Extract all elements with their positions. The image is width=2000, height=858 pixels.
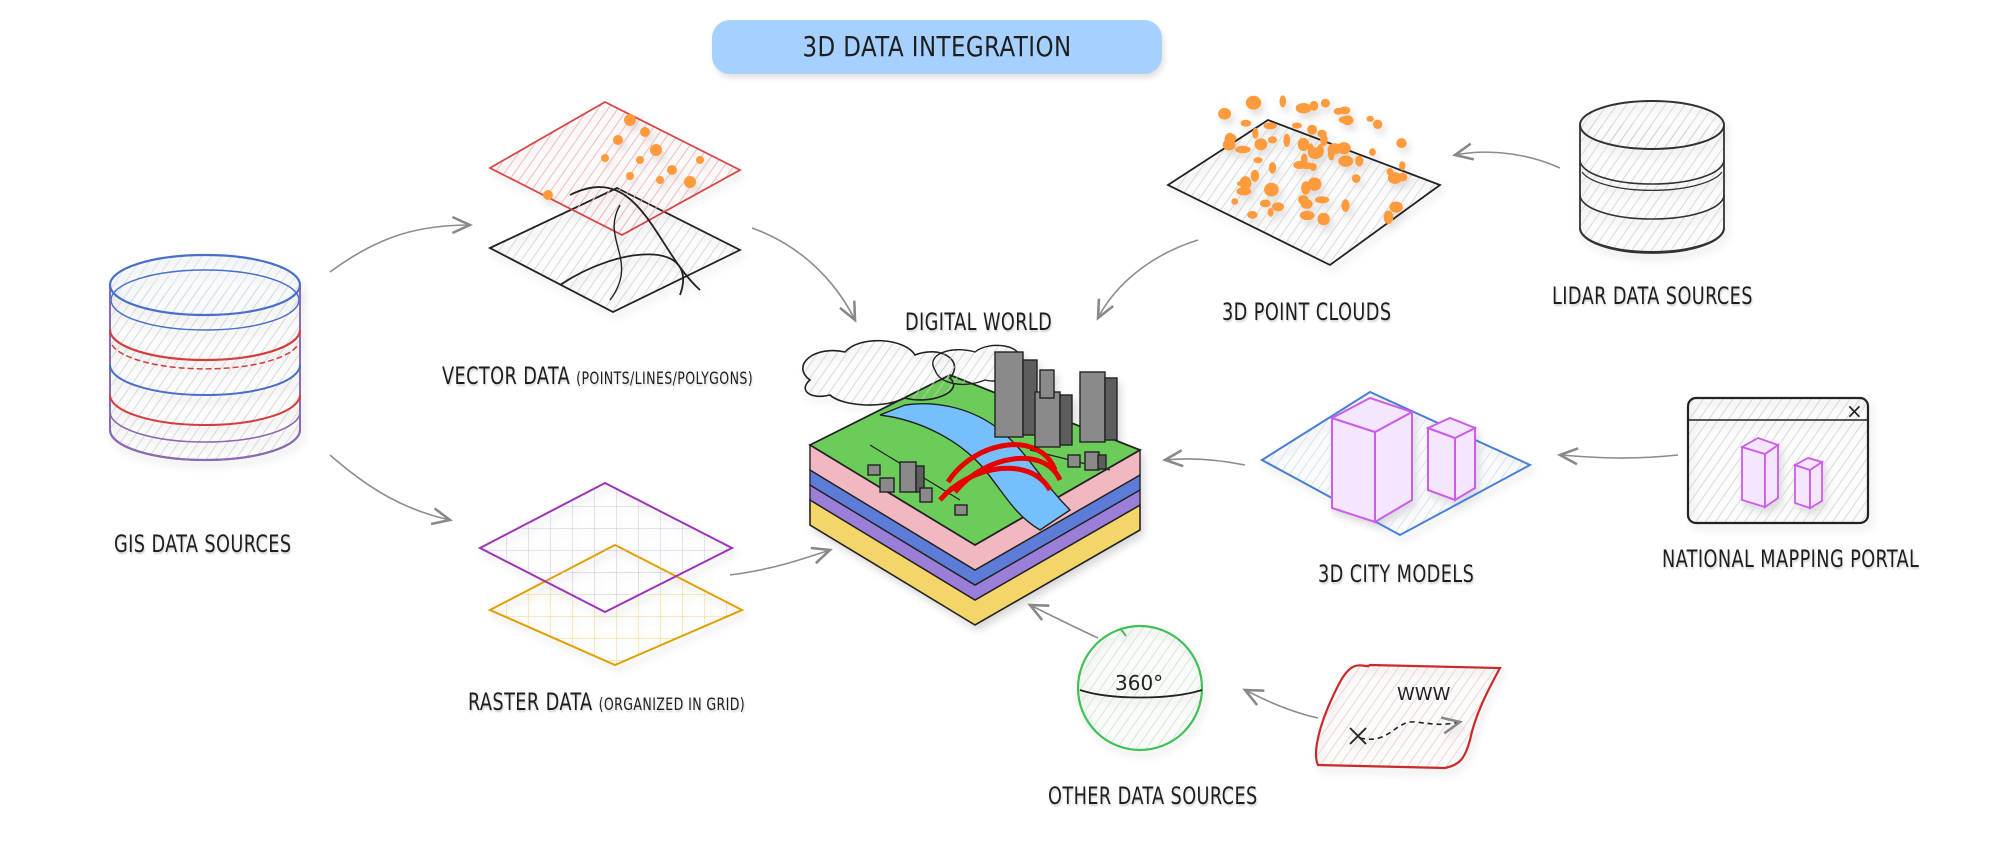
point-cloud-dot bbox=[1239, 176, 1252, 191]
point-cloud-dot bbox=[1295, 103, 1312, 114]
point-cloud-dot bbox=[1373, 119, 1383, 129]
gis-label: GIS DATA SOURCES bbox=[114, 530, 292, 558]
point-cloud-dot bbox=[1398, 172, 1408, 182]
point-cloud-dot bbox=[1314, 196, 1330, 204]
digital-world-label: DIGITAL WORLD bbox=[905, 308, 1053, 336]
city-models-icon bbox=[1260, 390, 1533, 537]
arrow-lidar-to-pointcloud bbox=[1451, 142, 1561, 169]
gis-database-icon bbox=[108, 253, 302, 462]
flow-arrows bbox=[329, 142, 1679, 719]
point-cloud-dot bbox=[1307, 124, 1318, 135]
lidar-database-icon bbox=[1579, 100, 1725, 254]
point-cloud-dot bbox=[1299, 210, 1315, 221]
point-cloud-dot bbox=[1267, 136, 1278, 144]
point-cloud-dot bbox=[1351, 174, 1361, 183]
arrow-city-to-world bbox=[1161, 449, 1246, 468]
point-cloud-dot bbox=[1307, 177, 1322, 191]
vector-label: VECTOR DATA (POINTS/LINES/POLYGONS) bbox=[442, 362, 753, 390]
point-cloud-dot bbox=[1338, 155, 1354, 167]
raster-label: RASTER DATA (ORGANIZED IN GRID) bbox=[468, 688, 745, 716]
point-cloud-dot bbox=[1300, 199, 1313, 209]
globe-360-icon bbox=[1076, 624, 1204, 752]
city-models-label: 3D CITY MODELS bbox=[1318, 560, 1475, 588]
point-cloud-dot bbox=[1389, 201, 1403, 213]
point-cloud-dot bbox=[1366, 115, 1374, 122]
mapping-portal-label: NATIONAL MAPPING PORTAL bbox=[1662, 545, 1920, 573]
lidar-label: LIDAR DATA SOURCES bbox=[1552, 282, 1753, 310]
vector-label-sub: (POINTS/LINES/POLYGONS) bbox=[576, 369, 754, 389]
point-cloud-dot bbox=[1248, 98, 1256, 105]
arrow-gis-to-vector bbox=[329, 215, 474, 273]
arrow-gis-to-raster bbox=[329, 454, 454, 526]
mapping-portal-window-icon bbox=[1686, 396, 1870, 525]
point-cloud-dot bbox=[1396, 138, 1407, 149]
arrow-raster-to-world bbox=[729, 546, 833, 576]
point-cloud-dot bbox=[1308, 147, 1323, 160]
point-cloud-dot bbox=[1317, 129, 1327, 138]
point-cloud-dot bbox=[1317, 212, 1330, 226]
point-cloud-dot bbox=[1252, 127, 1259, 139]
point-cloud-dot bbox=[1399, 161, 1406, 171]
digital-world-illustration bbox=[802, 339, 1143, 626]
point-clouds-label: 3D POINT CLOUDS bbox=[1222, 298, 1392, 326]
point-cloud-dot bbox=[1320, 98, 1330, 108]
www-text: WWW bbox=[1397, 684, 1451, 705]
point-cloud-dot bbox=[1387, 172, 1402, 184]
close-icon: × bbox=[1846, 399, 1863, 423]
point-cloud-icon bbox=[1166, 95, 1442, 267]
point-cloud-dot bbox=[1235, 145, 1251, 154]
point-cloud-dot bbox=[1247, 211, 1258, 219]
point-cloud-dot bbox=[1267, 207, 1274, 217]
point-cloud-dot bbox=[1240, 119, 1252, 127]
point-cloud-dot bbox=[1338, 116, 1352, 124]
point-cloud-dot bbox=[1254, 138, 1268, 151]
point-cloud-dot bbox=[1291, 122, 1302, 129]
title-banner: 3D DATA INTEGRATION bbox=[712, 20, 1162, 74]
point-cloud-dot bbox=[1218, 108, 1232, 120]
arrow-pointcloud-to-world bbox=[1096, 239, 1199, 321]
raster-label-main: RASTER DATA bbox=[468, 688, 593, 716]
vector-layers-icon bbox=[487, 100, 743, 314]
point-cloud-dot bbox=[1299, 162, 1315, 170]
point-cloud-dot bbox=[1309, 100, 1319, 111]
point-cloud-dot bbox=[1283, 133, 1291, 147]
arrow-www-to-globe bbox=[1242, 688, 1319, 719]
point-cloud-dot bbox=[1279, 95, 1287, 108]
point-cloud-dot bbox=[1264, 182, 1279, 197]
point-cloud-dot bbox=[1327, 146, 1335, 161]
other-sources-label: OTHER DATA SOURCES bbox=[1048, 782, 1258, 810]
point-cloud-dot bbox=[1224, 132, 1236, 147]
vector-label-main: VECTOR DATA bbox=[442, 362, 571, 390]
point-cloud-dot bbox=[1259, 199, 1271, 208]
raster-label-sub: (ORGANIZED IN GRID) bbox=[598, 695, 746, 715]
raster-layers-icon bbox=[477, 481, 745, 667]
point-cloud-dot bbox=[1383, 210, 1394, 224]
www-map-icon bbox=[1314, 663, 1502, 770]
arrow-other-to-world bbox=[1027, 603, 1099, 639]
arrow-portal-to-city bbox=[1556, 447, 1679, 466]
point-cloud-dot bbox=[1272, 202, 1284, 212]
point-cloud-dot bbox=[1231, 198, 1239, 205]
globe-360-text: 360° bbox=[1115, 671, 1163, 695]
point-cloud-dot bbox=[1369, 148, 1376, 156]
arrow-vector-to-world bbox=[751, 227, 857, 323]
point-cloud-dot bbox=[1263, 122, 1277, 130]
point-cloud-dot bbox=[1333, 107, 1344, 115]
page-title: 3D DATA INTEGRATION bbox=[802, 30, 1072, 63]
point-cloud-dot bbox=[1268, 162, 1277, 174]
point-cloud-dot bbox=[1297, 137, 1310, 151]
point-cloud-dot bbox=[1337, 142, 1351, 155]
point-cloud-dot bbox=[1250, 169, 1260, 182]
point-cloud-dot bbox=[1341, 199, 1350, 212]
point-cloud-dot bbox=[1355, 155, 1364, 167]
point-cloud-dot bbox=[1253, 157, 1263, 164]
